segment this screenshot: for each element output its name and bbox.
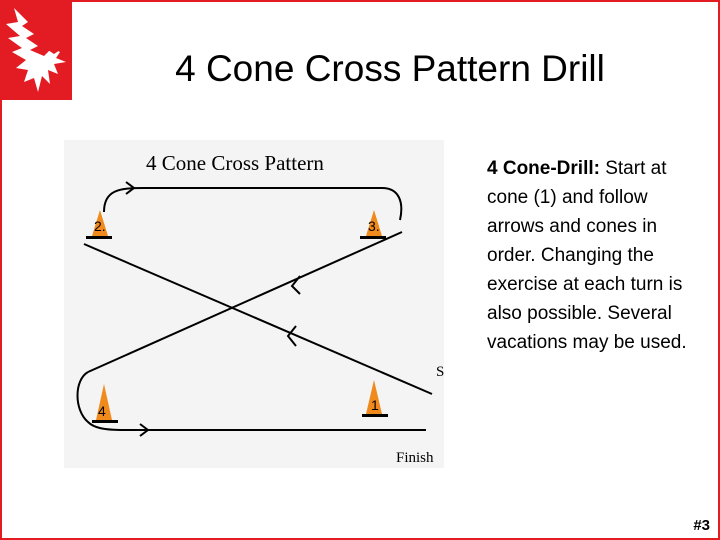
slide-number: #3 [693,517,710,534]
cone-4-label: 4 [98,403,106,419]
arrow-left-icon-2 [288,326,296,346]
cone-4: 4 [92,384,118,423]
slide-title: 4 Cone Cross Pattern Drill [0,48,720,90]
diagram-title: 4 Cone Cross Pattern [146,151,324,175]
cone-1-label: 1 [371,397,379,413]
cross-line-a [84,244,432,394]
description-body: Start at cone (1) and follow arrows and … [487,158,687,353]
top-path [104,188,401,220]
cone-3: 3. [360,210,386,239]
cone-2-label: 2. [94,218,106,234]
cone-3-label: 3. [368,218,380,234]
start-label: Start [436,364,444,380]
description-lead: 4 Cone-Drill: [487,158,600,179]
cone-2: 2. [86,210,112,239]
cone-diagram: 4 Cone Cross Pattern 2. 3. 4 [64,140,444,468]
cone-1: 1 [362,380,388,417]
cross-line-b [88,232,402,372]
drill-description: 4 Cone-Drill: Start at cone (1) and foll… [487,154,707,357]
finish-label: Finish [396,450,434,466]
